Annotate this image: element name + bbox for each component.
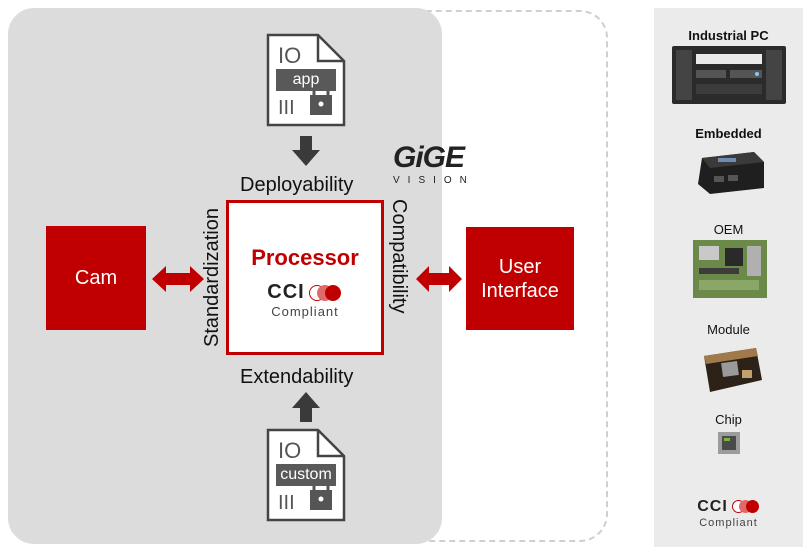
cci-compliant-logo: CCI xyxy=(229,281,381,304)
embedded-pc-image xyxy=(696,148,766,203)
label-standardization: Standardization xyxy=(201,208,223,347)
app-label: app xyxy=(276,69,336,91)
hardware-label-industrial-pc: Industrial PC xyxy=(688,28,769,43)
chip-image xyxy=(718,432,740,459)
down-arrow-icon xyxy=(292,136,320,166)
oem-board-image xyxy=(693,240,767,303)
module-image xyxy=(700,344,764,401)
svg-text:III: III xyxy=(278,492,295,514)
hardware-label-chip: Chip xyxy=(715,412,742,427)
label-extendability: Extendability xyxy=(240,366,354,388)
user-interface-box: User Interface xyxy=(466,227,574,330)
svg-text:IO: IO xyxy=(278,438,301,463)
user-interface-line1: User xyxy=(498,255,542,278)
custom-document-icon: IO III custom xyxy=(266,428,346,522)
user-interface-line2: Interface xyxy=(481,279,559,302)
processor-title: Processor xyxy=(251,245,359,270)
custom-label: custom xyxy=(276,464,336,486)
svg-text:IO: IO xyxy=(278,43,301,68)
cci-small-rings-icon xyxy=(731,500,760,514)
cam-label: Cam xyxy=(74,267,118,289)
cci-compliant-logo-small: CCI xyxy=(654,498,803,516)
processor-ui-arrow-icon xyxy=(416,266,462,297)
cam-processor-arrow-icon xyxy=(152,266,204,297)
processor-box: Processor CCI Compliant xyxy=(226,200,384,355)
industrial-pc-image xyxy=(672,46,786,109)
cci-compliant-text: Compliant xyxy=(271,304,339,319)
label-compatibility: Compatibility xyxy=(388,199,410,314)
hardware-label-embedded: Embedded xyxy=(695,126,762,141)
app-document-icon: IO III app xyxy=(266,33,346,127)
up-arrow-icon xyxy=(292,392,320,422)
hardware-label-module: Module xyxy=(707,322,750,337)
cci-small-logo-text: CCI xyxy=(697,498,728,515)
cci-small-compliant-text: Compliant xyxy=(699,517,758,529)
gige-logo-word: GiGE xyxy=(393,141,465,174)
svg-text:III: III xyxy=(278,97,295,119)
hardware-label-oem: OEM xyxy=(713,222,744,237)
label-deployability: Deployability xyxy=(240,174,354,196)
gige-logo-sub: VISION xyxy=(393,175,475,186)
cci-logo-text: CCI xyxy=(267,281,305,303)
cam-box: Cam xyxy=(46,226,146,330)
gige-vision-logo: GiGE VISION xyxy=(393,141,475,187)
hardware-panel: Industrial PC Embedded OEM xyxy=(654,8,803,547)
cci-rings-icon xyxy=(308,284,343,302)
